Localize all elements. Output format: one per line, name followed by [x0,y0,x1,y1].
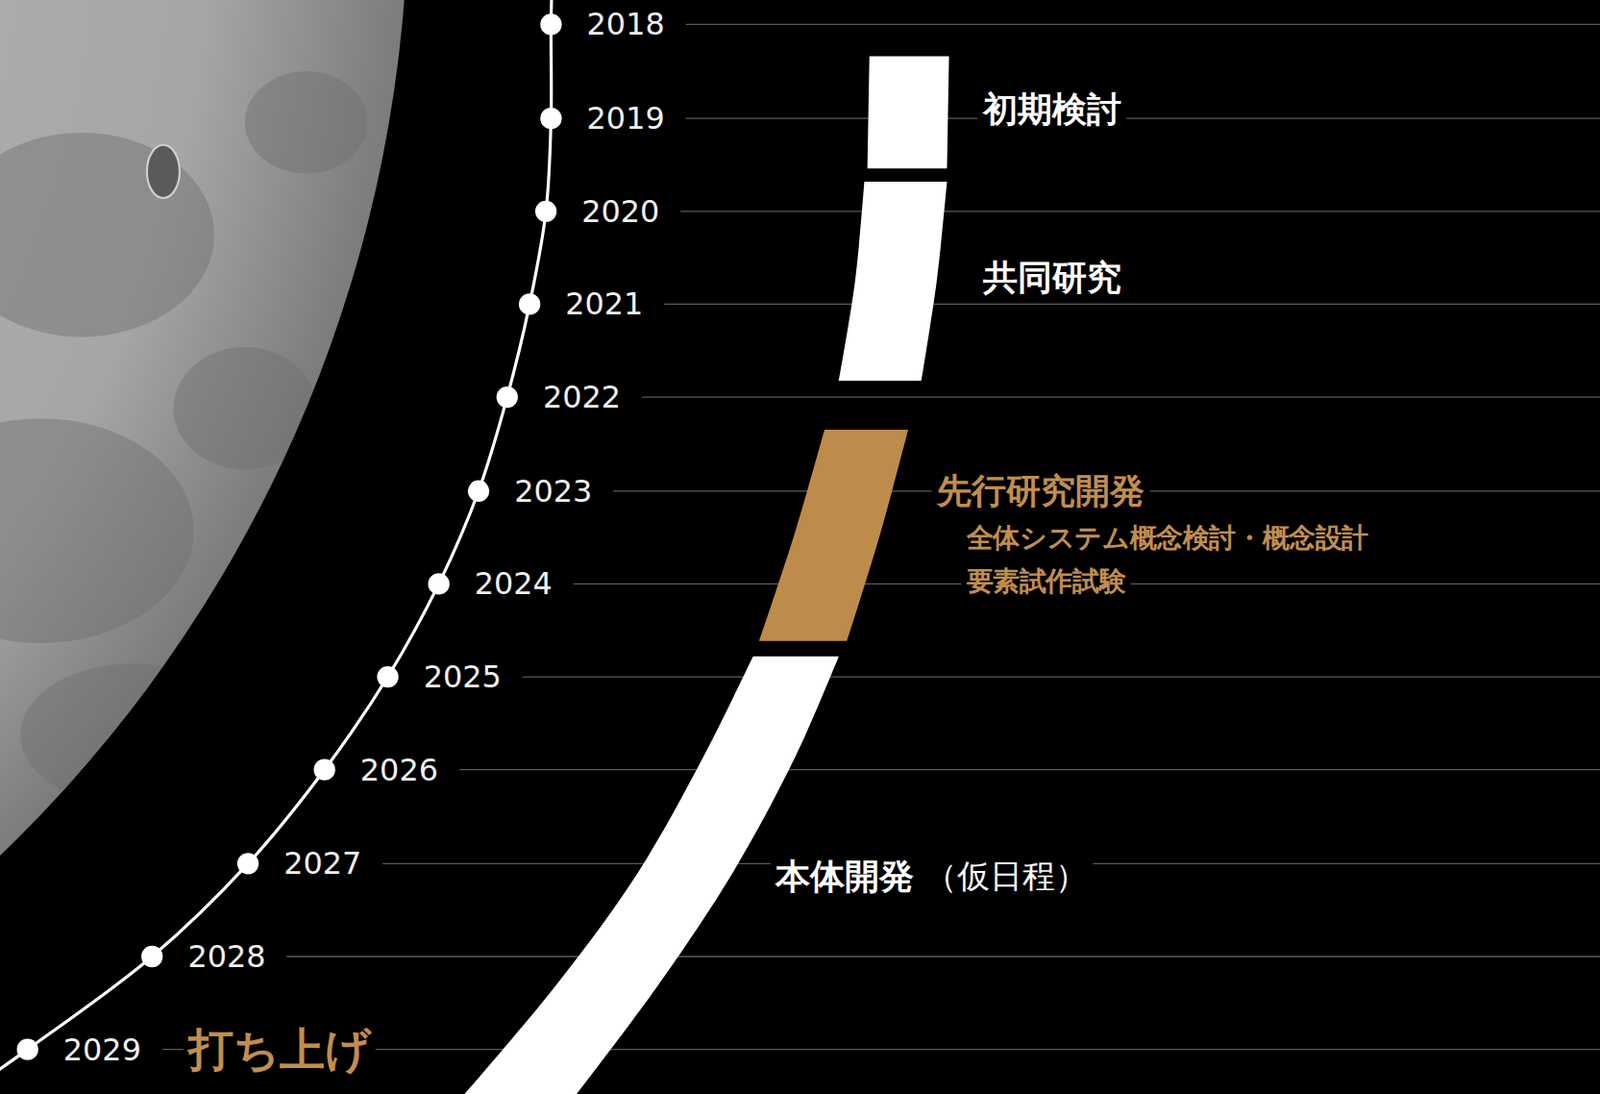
phase-title: 共同研究 [977,255,1127,299]
launch-label: 打ち上げ [183,1020,376,1077]
phase-detail: 全体システム概念検討・概念設計 [960,520,1374,555]
year-label: 2019 [581,98,670,138]
phase-detail: （仮日程） [919,855,1094,896]
moon-mare [173,346,318,469]
year-dot [540,13,562,35]
orbit-arc [0,0,552,1094]
timeline-phase: 本体開発（仮日程） [454,647,1169,1094]
year-label: 2026 [355,750,444,789]
phase-band-shape [867,55,950,169]
year-label: 2022 [538,377,627,417]
moon-image [0,0,409,1094]
year-dot [17,1037,39,1059]
moon-disc [0,0,409,1094]
year-label: 2027 [278,843,368,883]
year-label: 2018 [581,5,670,45]
year-label: 2025 [418,657,507,696]
moon-mare [0,867,113,970]
year-gridline [686,24,1600,25]
year-dot [535,200,557,222]
moon-mare [0,418,195,643]
year-label: 2023 [509,471,598,511]
timeline-phase: 共同研究 [826,173,1163,389]
timeline-phase: 初期検討 [857,46,1164,179]
year-label: 2029 [58,1030,148,1069]
year-dot [237,852,259,874]
year-dot [540,107,562,129]
phase-detail: 要素試作試験 [960,564,1131,598]
year-dot [427,572,449,594]
moon-mare [20,663,246,807]
moon-crater [147,145,180,198]
year-dot [496,386,518,408]
year-gridline [686,118,1600,120]
phase-title: 本体開発 [770,854,920,898]
year-label: 2028 [182,936,271,976]
year-label: 2020 [576,192,665,231]
year-gridline [459,768,1600,770]
moon-mare [0,132,215,337]
phase-title: 先行研究開発 [932,468,1151,513]
year-gridline [522,675,1600,677]
phase-band-shape [759,429,909,641]
phase-band-shape [838,181,948,381]
timeline-phase: 先行研究開発全体システム概念検討・概念設計要素試作試験 [749,418,1444,651]
year-gridline [680,210,1600,212]
year-dot [518,293,541,315]
year-gridline [641,395,1600,397]
year-label: 2024 [468,564,558,603]
year-dot [141,945,163,967]
year-dot [376,665,398,688]
year-gridline [286,955,1600,957]
year-dot [467,480,490,502]
year-dot [314,759,336,781]
moon-mare [245,71,368,173]
year-gridline [664,303,1600,305]
phase-title: 初期検討 [977,87,1127,131]
year-gridline [162,1048,1600,1050]
year-label: 2021 [560,285,649,324]
